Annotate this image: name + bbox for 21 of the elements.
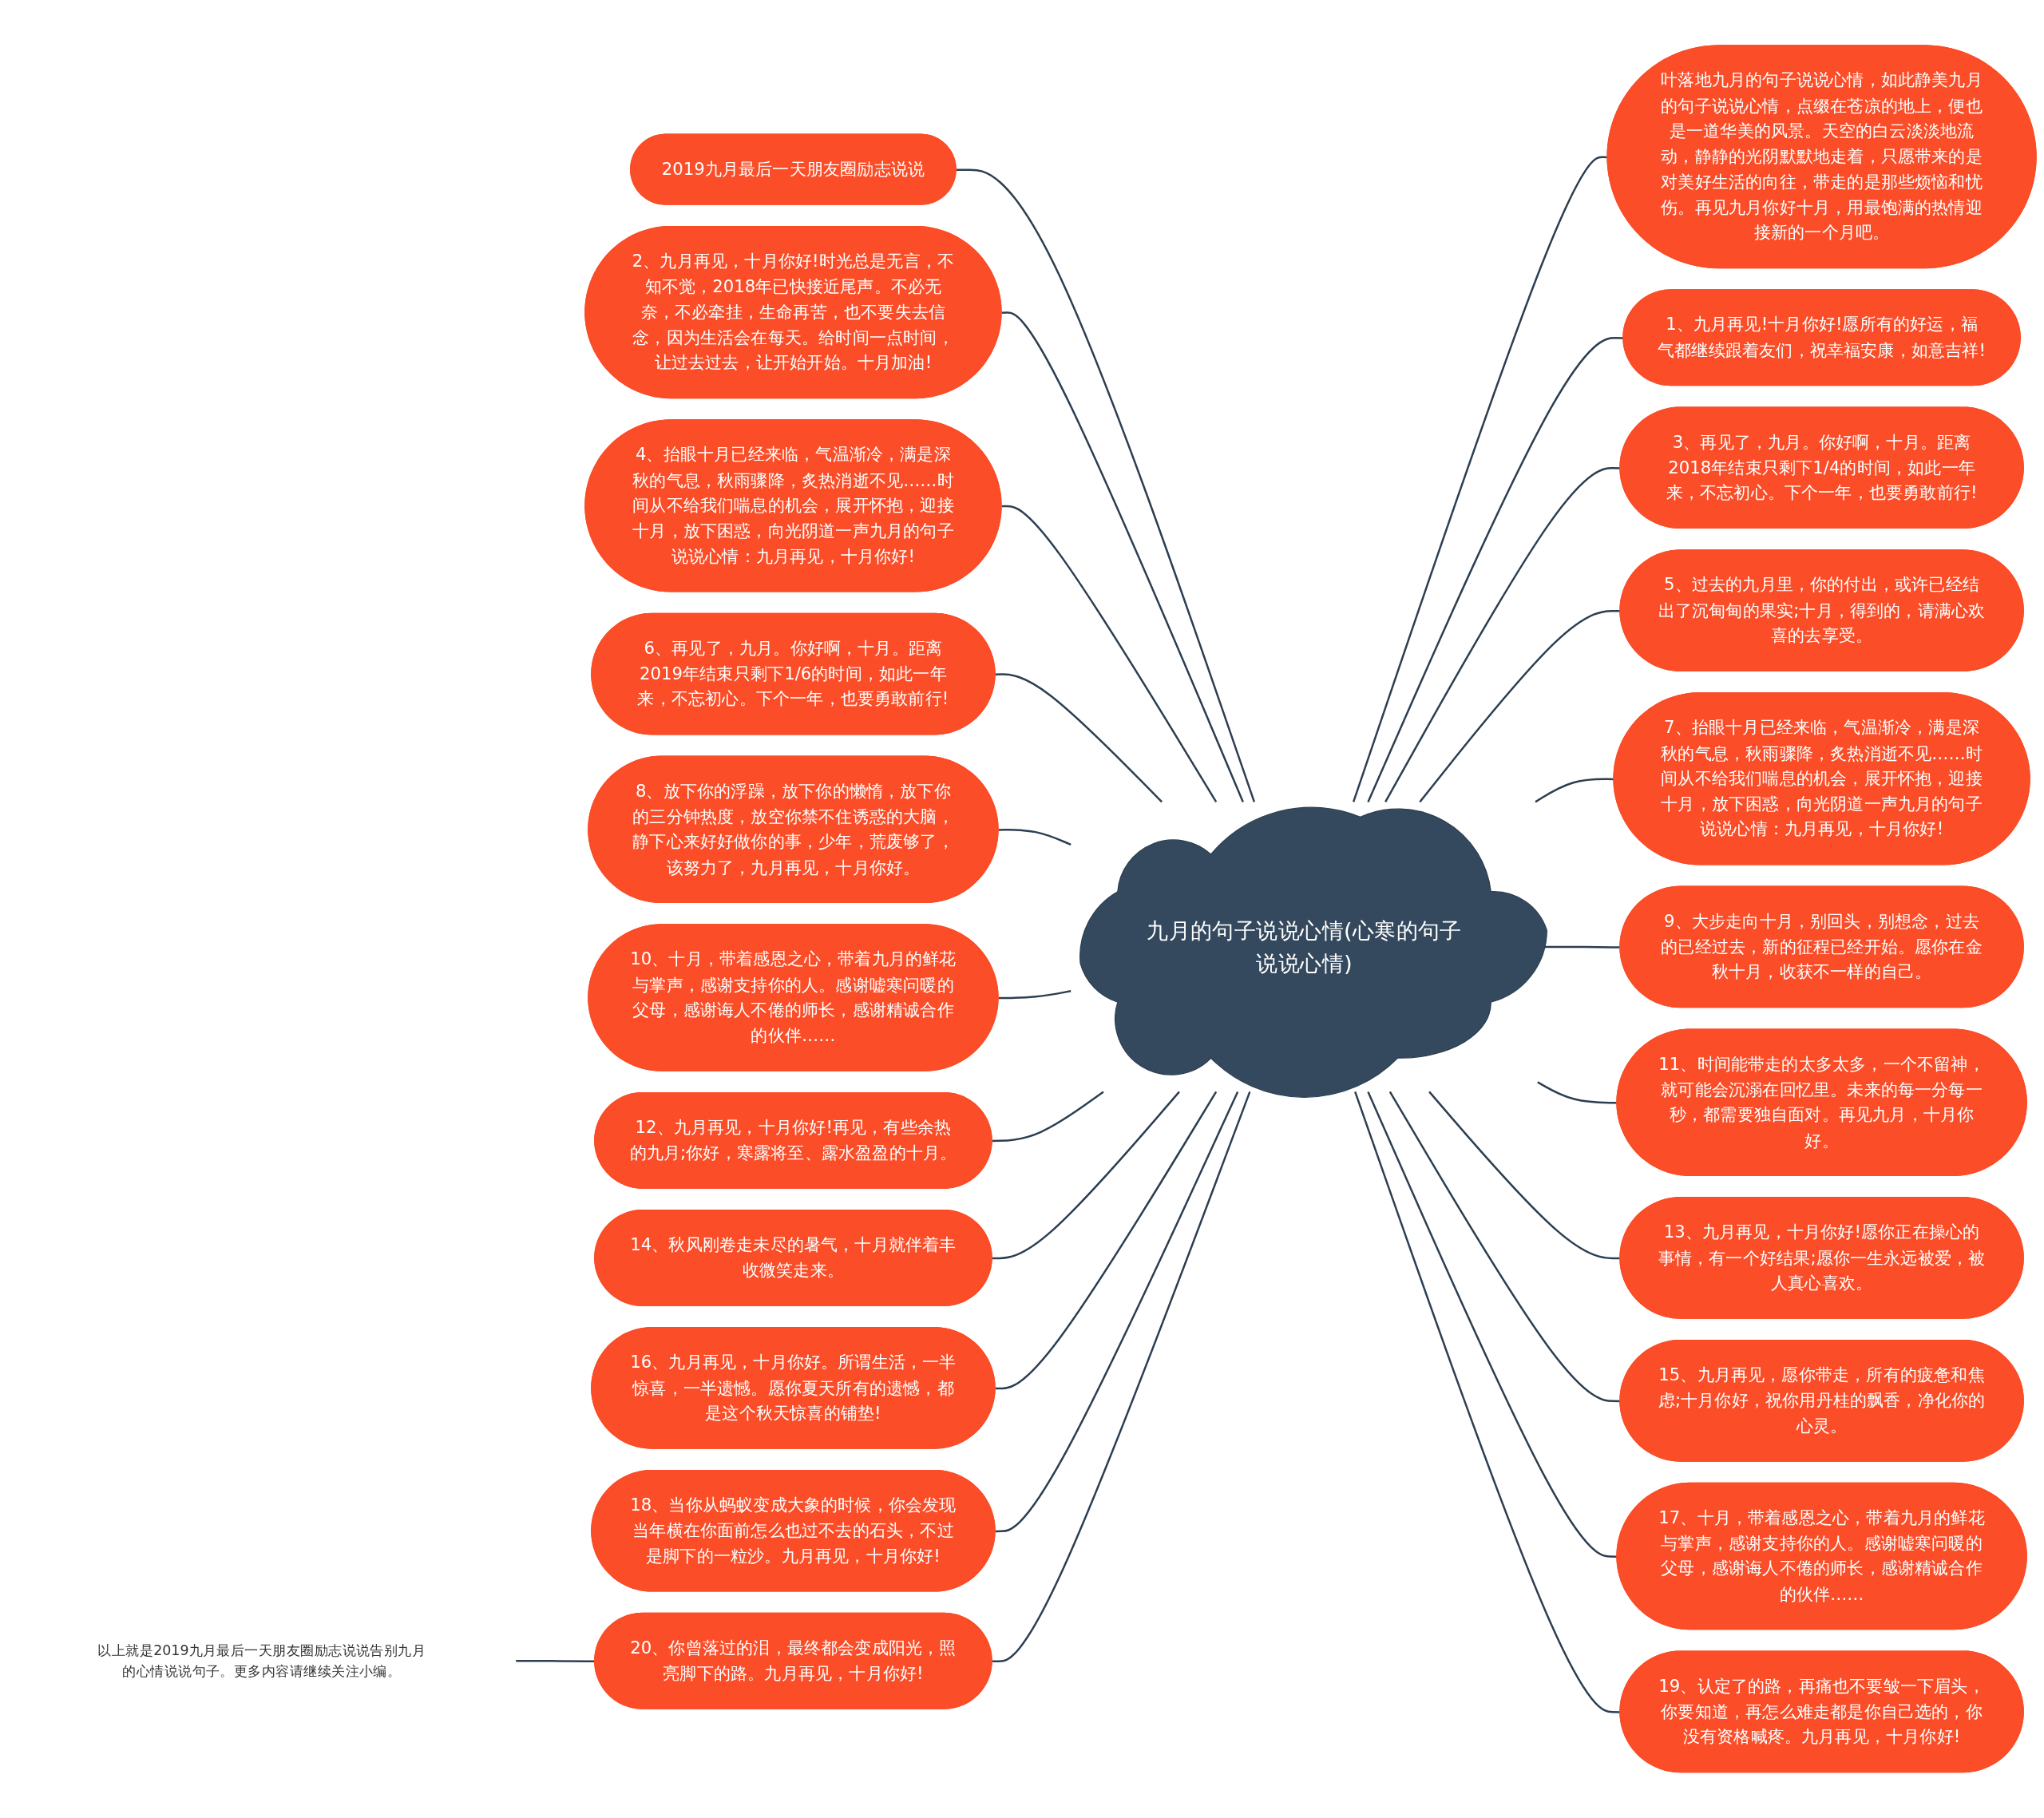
connector	[1001, 505, 1218, 803]
connector	[1428, 1091, 1621, 1260]
connector	[1352, 156, 1608, 803]
connector	[992, 1091, 1251, 1663]
connector	[1367, 1091, 1618, 1559]
connector	[1001, 311, 1244, 803]
connector	[1388, 1091, 1621, 1403]
connector	[1384, 467, 1621, 803]
connector	[998, 990, 1072, 1000]
connector	[1537, 1081, 1618, 1104]
connector	[998, 829, 1072, 846]
connector	[956, 168, 1256, 803]
connector	[1535, 778, 1614, 803]
connector	[992, 1091, 1104, 1143]
connector	[992, 1091, 1180, 1260]
connector	[995, 673, 1163, 803]
node-text: 以上就是2019九月最后一天朋友圈励志说说告别九月的心情说说句子。更多内容请继续关注小编。	[97, 1642, 426, 1679]
connector	[1354, 1091, 1621, 1713]
connector	[1419, 610, 1621, 803]
connector	[995, 1091, 1239, 1533]
connector	[995, 1091, 1218, 1390]
